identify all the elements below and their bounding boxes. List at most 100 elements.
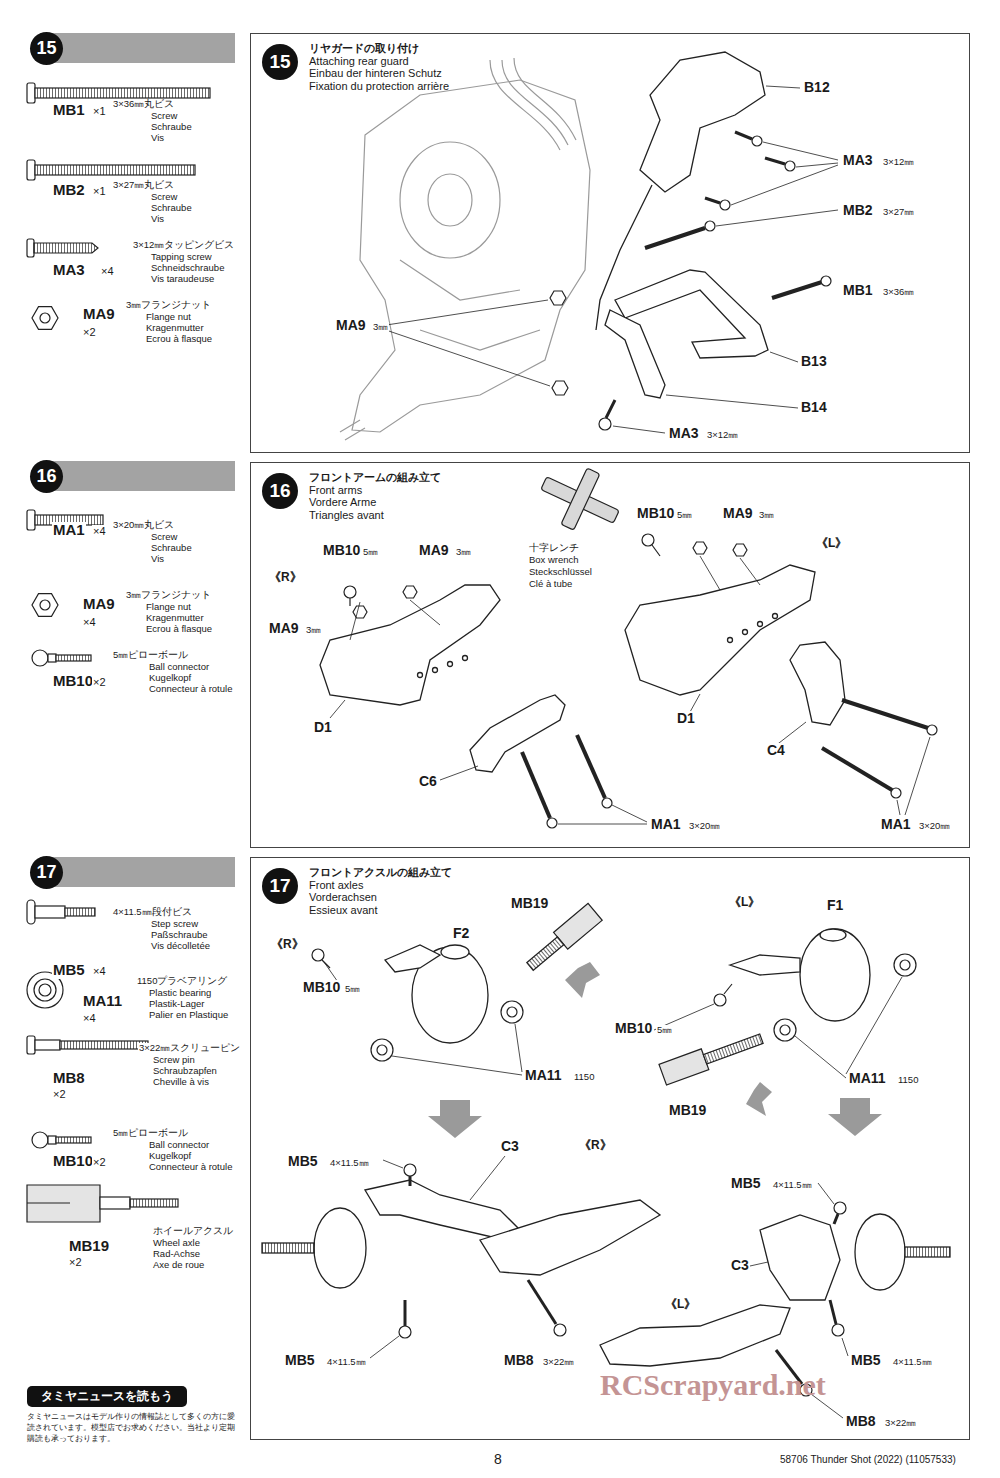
quantity: ×4 (92, 525, 107, 537)
screw-icon (35, 906, 65, 918)
dimension-label: 3×22㎜ (542, 1357, 575, 1367)
step-title: Vordere Arme (309, 496, 441, 509)
bearing-part (774, 1019, 796, 1041)
callout-label: MB19 (668, 1103, 707, 1118)
step-title: Front arms (309, 484, 441, 497)
text-group: 15 (269, 51, 290, 73)
screw-part (765, 158, 785, 164)
tool-name: Steckschlüssel (528, 567, 593, 577)
screw-part (349, 598, 350, 606)
screw-part (720, 200, 730, 210)
callout-label: MA9 (268, 621, 300, 636)
step-header-bar (40, 857, 235, 887)
quantity: ×4 (82, 1012, 97, 1024)
leader-line (350, 556, 760, 640)
step-number-text: 15 (36, 38, 56, 59)
quantity: ×2 (52, 1088, 67, 1100)
step-number: 16 (262, 473, 298, 509)
callout-label: MA3 (668, 426, 700, 441)
part-name: Connecteur à rotule (148, 1162, 233, 1172)
step-title: Attaching rear guard (309, 55, 449, 68)
side-mark: 《L》 (664, 1298, 697, 1311)
part-name: Flange nut (145, 312, 192, 322)
ball-connector-icon (56, 1137, 91, 1143)
wheel-axle-part (659, 1049, 709, 1085)
dimension-label: 3×12㎜ (706, 430, 739, 440)
step-number: 16 (30, 460, 63, 493)
note-text: タミヤニュースはモデル作りの情報誌として多くの方に愛読されています。模型店でお求… (27, 1412, 242, 1444)
ball-connector-icon (32, 650, 91, 1148)
part-code: MB2 (52, 182, 86, 199)
screw-icon (60, 1041, 148, 1049)
part-name: Vis (150, 133, 165, 143)
dimension-label: 1150 (573, 1072, 595, 1082)
wheel-axle-icon (100, 1197, 130, 1209)
screw-part (927, 725, 937, 735)
callout-label: MA1 (880, 817, 912, 832)
part-name: Screw (150, 111, 178, 121)
text-group: リヤガードの取り付けAttaching rear guardEinbau der… (309, 42, 449, 92)
gearbox-outline (400, 260, 540, 350)
dimension-label: 3×20㎜ (918, 821, 951, 831)
part-name: Vis décolletée (150, 941, 211, 951)
wheel-axle-part (527, 937, 564, 970)
rear-guard-part (640, 52, 765, 192)
screw-part (602, 798, 612, 808)
news-banner: タミヤニュースを読もう (27, 1386, 187, 1407)
screw-part (891, 788, 901, 798)
dimension-label: 4×11.5㎜ (892, 1357, 933, 1367)
side-mark: 《L》 (815, 537, 848, 550)
part-name: Screw (150, 532, 178, 542)
bearing-part (507, 1007, 517, 1017)
leader-line (392, 1024, 522, 1075)
dimension-label: 5㎜ (362, 547, 379, 557)
step-title: リヤガードの取り付け (309, 42, 449, 55)
rear-guard-part (605, 310, 665, 398)
quantity: ×2 (82, 326, 97, 338)
leader-line (690, 694, 700, 712)
side-mark: 《R》 (268, 571, 303, 584)
callout-label: MA11 (524, 1068, 563, 1083)
callout-label: B13 (800, 354, 828, 369)
leader-line (770, 352, 798, 362)
dimension-label: 3×12㎜ (882, 157, 915, 167)
screw-icon (27, 239, 34, 257)
part-name: 3×36㎜丸ビス (112, 99, 175, 109)
knuckle-part (480, 1200, 660, 1275)
screw-part (344, 534, 937, 828)
ball-connector-icon (32, 650, 48, 666)
part-name: ホイールアクスル (152, 1226, 234, 1236)
knuckle-part (441, 945, 469, 959)
part-name: Schraube (150, 543, 193, 553)
callout-label: C3 (730, 1258, 750, 1273)
leader-line (818, 1183, 834, 1204)
callout-label: F1 (826, 898, 844, 913)
screw-part (577, 735, 605, 798)
screw-part (554, 1324, 566, 1336)
direction-arrow (565, 962, 600, 998)
quantity: ×2 (92, 1156, 107, 1168)
part-name: 5㎜ピローボール (112, 650, 189, 660)
leader-line (383, 1160, 403, 1168)
screw-icon (34, 243, 98, 253)
quantity: ×4 (82, 616, 97, 628)
part-name: 1150プラベアリング (136, 976, 228, 986)
screw-icon (27, 83, 35, 103)
step-number-text: 16 (269, 480, 290, 502)
screw-part (312, 949, 846, 1396)
screw-part (403, 586, 417, 598)
front-arm-part (773, 614, 778, 619)
screw-part (599, 418, 611, 430)
ball-connector-icon (56, 655, 91, 661)
step-title: Front axles (309, 879, 452, 892)
wheel-axle-icon (27, 1202, 70, 1203)
part-name: Axe de roue (152, 1260, 205, 1270)
dimension-label: 4×11.5㎜ (326, 1357, 367, 1367)
part-name: Step screw (150, 919, 199, 929)
screw-part (752, 136, 762, 146)
screw-icon (27, 1036, 35, 1054)
callout-label: MB10 (322, 543, 361, 558)
front-arm-part (448, 662, 453, 667)
part-code: MB19 (68, 1238, 110, 1255)
